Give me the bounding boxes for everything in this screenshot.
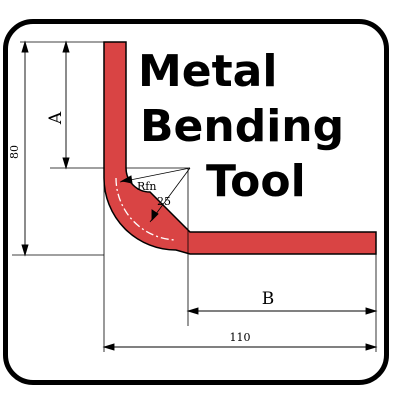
icon-frame: [3, 19, 389, 385]
dimension-lines: [21, 40, 378, 351]
neutral-axis: [115, 177, 177, 241]
height-total-label: 80: [8, 145, 21, 159]
radius-value-label: 25: [157, 195, 171, 208]
title-line-1: Metal: [138, 46, 278, 97]
radius-label: Rfn: [137, 180, 156, 193]
width-total-label: 110: [230, 331, 251, 344]
title-line-3: Tool: [206, 156, 306, 207]
reference-lines: [12, 41, 377, 352]
leg-a-label: A: [46, 111, 66, 125]
title-line-2: Bending: [140, 101, 345, 152]
leg-b-label: B: [262, 289, 275, 309]
